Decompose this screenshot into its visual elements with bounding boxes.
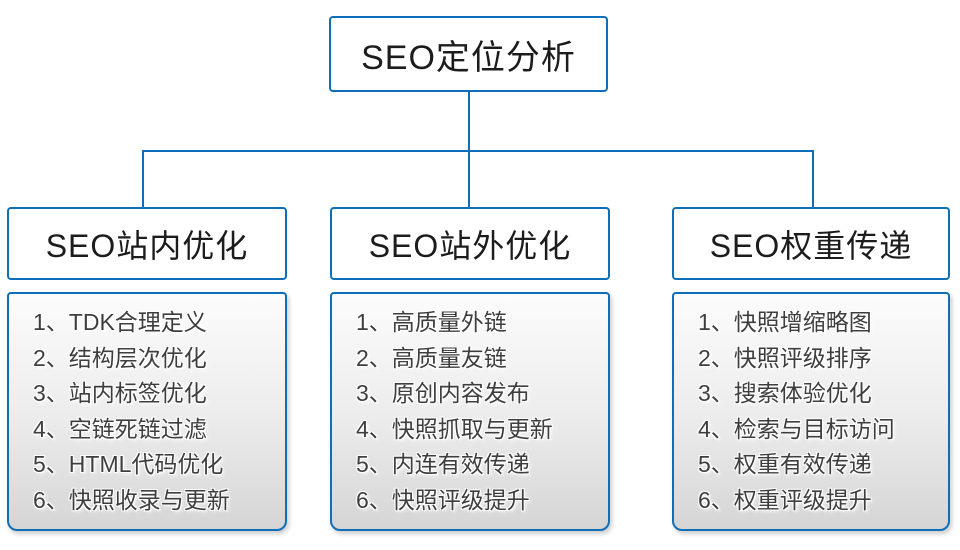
list-item: 1、高质量外链 <box>356 309 507 335</box>
column-header-offsite-label: SEO站外优化 <box>368 227 572 264</box>
list-item: 3、站内标签优化 <box>33 380 207 406</box>
list-item: 6、权重评级提升 <box>698 486 872 513</box>
list-item: 4、检索与目标访问 <box>698 415 895 442</box>
connector-root-stem <box>468 92 470 152</box>
column-header-weight-label: SEO权重传递 <box>709 227 913 264</box>
connector-drop-weight <box>812 150 814 207</box>
root-node-label: SEO定位分析 <box>361 38 576 77</box>
connector-drop-onsite <box>142 150 144 207</box>
list-item: 5、HTML代码优化 <box>33 451 224 477</box>
list-item: 6、快照评级提升 <box>356 486 530 513</box>
connector-drop-offsite <box>468 150 470 207</box>
list-item: 2、结构层次优化 <box>33 344 207 371</box>
list-item: 2、高质量友链 <box>356 344 507 371</box>
root-node: SEO定位分析 <box>329 16 608 92</box>
list-item: 5、权重有效传递 <box>698 451 872 477</box>
column-header-weight: SEO权重传递 <box>672 207 950 280</box>
list-item: 1、TDK合理定义 <box>33 309 207 335</box>
column-body-offsite: 1、高质量外链 2、高质量友链 3、原创内容发布 4、快照抓取与更新 5、内连有… <box>330 292 610 531</box>
column-header-onsite-label: SEO站内优化 <box>45 227 249 264</box>
column-body-weight: 1、快照增缩略图 2、快照评级排序 3、搜索体验优化 4、检索与目标访问 5、权… <box>672 292 950 531</box>
list-item: 3、原创内容发布 <box>356 380 530 406</box>
list-item: 4、空链死链过滤 <box>33 415 207 442</box>
column-header-offsite: SEO站外优化 <box>330 207 610 280</box>
list-item: 4、快照抓取与更新 <box>356 415 553 442</box>
connector-horizontal <box>142 150 814 152</box>
column-body-onsite: 1、TDK合理定义 2、结构层次优化 3、站内标签优化 4、空链死链过滤 5、H… <box>7 292 287 531</box>
list-item: 3、搜索体验优化 <box>698 380 872 406</box>
list-item: 1、快照增缩略图 <box>698 309 872 335</box>
list-item: 5、内连有效传递 <box>356 451 530 477</box>
column-header-onsite: SEO站内优化 <box>7 207 287 280</box>
list-item: 6、快照收录与更新 <box>33 486 230 513</box>
list-item: 2、快照评级排序 <box>698 344 872 371</box>
